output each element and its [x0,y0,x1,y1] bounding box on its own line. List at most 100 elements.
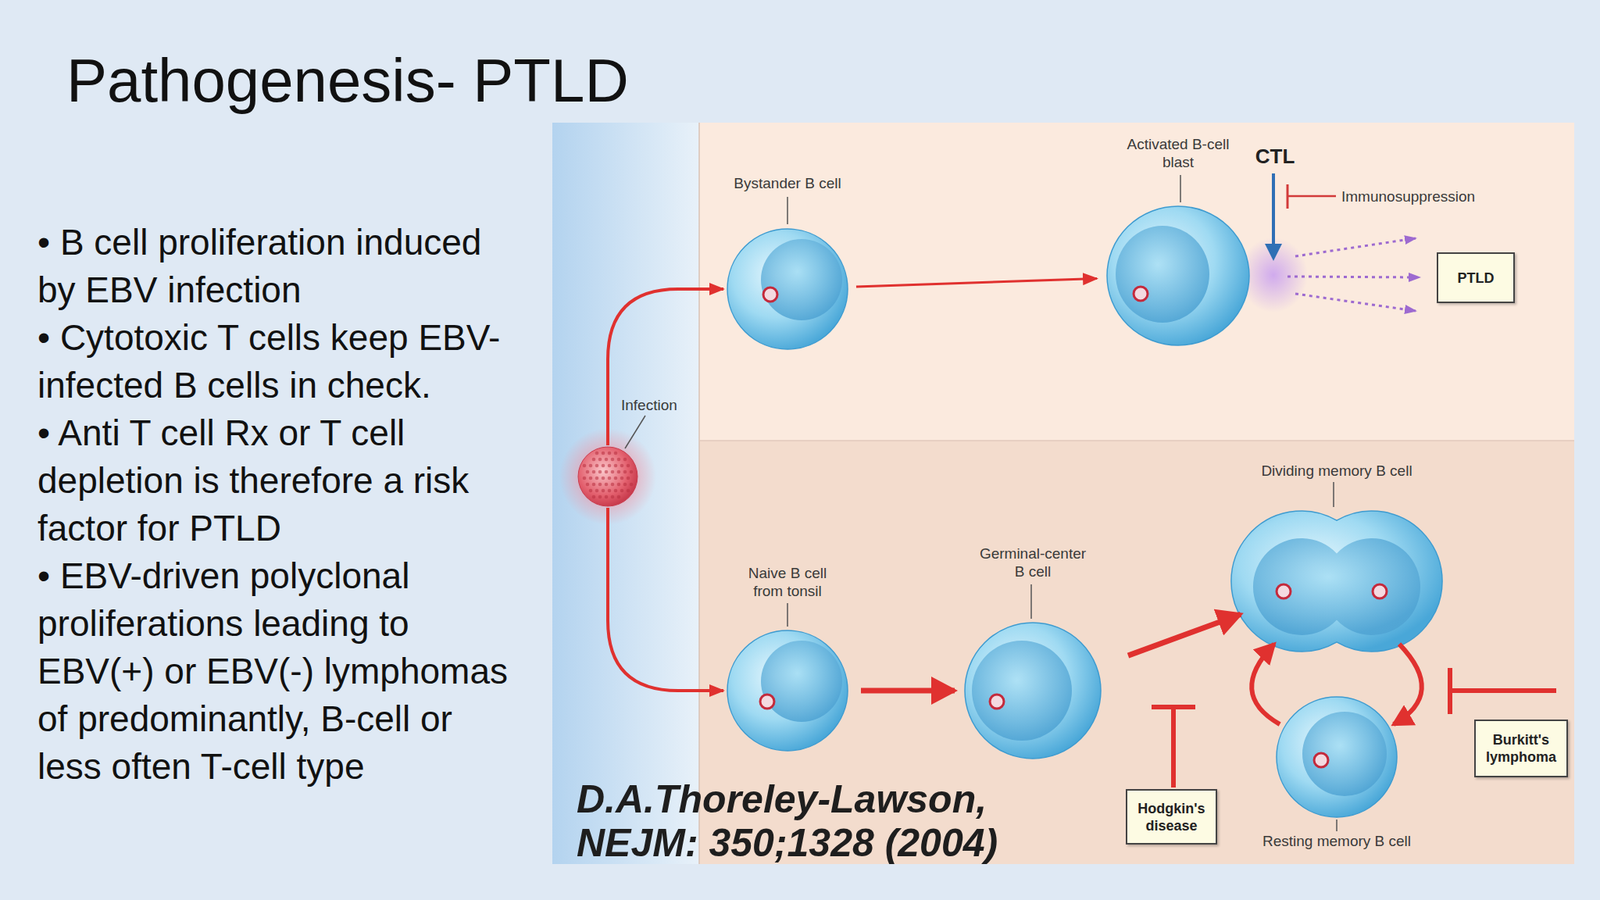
virus-dot [614,489,618,493]
virus-dot [607,476,612,481]
dotted-arrow [1295,238,1416,257]
inhibition-bar [1151,704,1196,710]
virus-dot [592,457,597,462]
arrow-connector [856,278,1097,287]
cell-label: Resting memory B cell [1262,832,1411,850]
dotted-arrow [1295,293,1416,311]
virus-dot [617,457,622,462]
virus-dot [629,482,634,487]
virus-shape [576,445,640,508]
cell-body [727,630,848,751]
virus-dot [601,489,606,493]
cell-shape [964,621,1102,760]
virus-dot [598,482,603,487]
ebv-episome [1276,584,1291,599]
virus-dot [626,476,631,481]
virus-dot [598,470,603,475]
virus-dot [601,476,606,481]
box-label: PTLD [1457,269,1495,287]
virus-dot [626,489,631,493]
ebv-episome [1133,286,1148,301]
leader-line [1030,584,1033,619]
box-label: Burkitt's lymphoma [1475,731,1567,766]
bullet-text: • Anti T cell Rx or T cell depletion is … [37,409,515,553]
panel-divider [699,439,1575,442]
ctl-arrow [1271,173,1275,247]
virus-dot [582,476,587,481]
cell-body [1231,510,1443,652]
virus-dot [610,495,615,500]
virus-dot [626,464,631,468]
disease-box: Hodgkin's disease [1125,789,1218,845]
virus-dot [601,464,606,468]
virus-dot [589,476,593,481]
b-cell: Germinal-center B cell [964,621,1102,760]
virus-dot [610,470,615,475]
leader-line [625,415,646,449]
virus-dot [607,464,612,468]
virus-dot [629,470,634,475]
leader-lines [625,175,1337,832]
virus-dot [623,482,628,487]
virus-dot [589,464,593,468]
arrow-connector [607,507,724,691]
inhibition-line [1450,688,1557,693]
virus-dot [589,489,593,493]
cell-body [727,228,848,350]
arrow-connector [1251,643,1280,725]
bullet-text: • Cytotoxic T cells keep EBV-infected B … [37,314,515,410]
ebv-episome [760,694,775,709]
virus-dot [601,451,606,456]
virus-dot [595,451,600,456]
ebv-episome [989,694,1004,709]
cell-nucleus [760,239,843,321]
cell-label: Activated B-cell blast [1123,135,1233,172]
virus-dot [592,482,597,487]
virus-dot [604,482,609,487]
cell-shape [726,629,849,752]
box-label: Hodgkin's disease [1127,800,1216,835]
cell-label: Germinal-center B cell [975,544,1091,581]
virus-dot [595,489,600,493]
virus-dot [604,457,609,462]
virus-dot [607,489,612,493]
bullet-text: • EBV-driven polyclonal proliferations l… [37,552,515,791]
virus-dot [617,495,622,500]
virus-dot [623,457,628,462]
virus-dot [610,482,615,487]
virus-dot [592,495,597,500]
b-cell: Bystander B cell [726,228,849,350]
b-cell: Activated B-cell blast [1106,205,1250,347]
ebv-episome [763,287,778,302]
virus-dot [604,470,609,475]
slide-title: Pathogenesis- PTLD [66,43,629,118]
cell-nucleus [1253,538,1421,636]
inhibition-bar [1286,184,1290,209]
virus-dot [598,495,603,500]
panel-divider [698,122,700,865]
virus-dot [610,457,615,462]
b-cell: Dividing memory B cell [1229,504,1444,654]
inhibitor-label: Immunosuppression [1341,187,1475,206]
arrow-head [1264,243,1283,261]
virus-dot [614,464,618,468]
leader-line [1179,175,1182,203]
virus-dot [598,457,603,462]
arrow-connector [860,688,955,694]
cell-label: Dividing memory B cell [1260,461,1412,480]
virus-dot [582,464,587,468]
bullet-list: • B cell proliferation induced by EBV in… [37,218,515,791]
virus-dot [592,470,597,475]
virus-dot [617,470,622,475]
virus-dot [620,476,625,481]
inhibition-line [1287,195,1336,198]
bullet-text: • B cell proliferation induced by EBV in… [37,218,515,315]
arrow-connector [1393,643,1422,725]
virus-dot [585,470,590,475]
cell-label: Bystander B cell [733,174,841,193]
virus-dot [585,482,590,487]
virus-dot [595,476,600,481]
ebv-episome [1372,584,1387,599]
cell-shape [1275,696,1398,818]
virus-dot [604,495,609,500]
